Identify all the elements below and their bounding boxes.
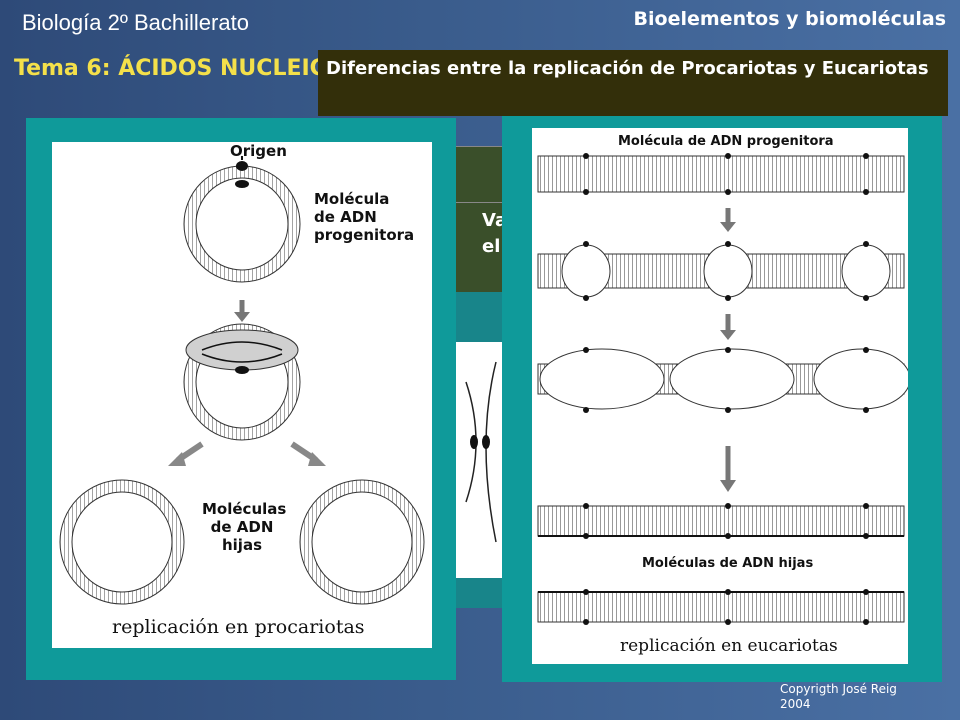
label-daughter-molecules: Moléculas de ADN hijas bbox=[202, 500, 287, 554]
label-line: Molécula bbox=[314, 190, 390, 208]
table-cell-partial: Va el bbox=[482, 210, 508, 257]
prokaryote-diagram bbox=[59, 156, 425, 605]
eukaryote-figure: Molécula de ADN progenitora Moléculas de… bbox=[532, 128, 911, 664]
eukaryote-figure-panel: Molécula de ADN progenitora Moléculas de… bbox=[502, 116, 942, 682]
copyright-year: 2004 bbox=[780, 697, 811, 711]
label-origin: Origen bbox=[230, 142, 287, 160]
eukaryote-diagram bbox=[537, 153, 911, 625]
label-parent-molecule: Molécula de ADN progenitora bbox=[314, 190, 414, 244]
prokaryote-figure-panel: Origen Molécula de ADN progenitora Moléc… bbox=[26, 118, 456, 680]
topic-title: Tema 6: ÁCIDOS NUCLEICOS bbox=[14, 56, 361, 81]
slide-subtitle: Diferencias entre la replicación de Proc… bbox=[318, 50, 948, 116]
label-line: Moléculas bbox=[202, 500, 287, 518]
label-line: de ADN bbox=[210, 518, 274, 536]
label-line: hijas bbox=[221, 536, 262, 554]
section-title: Bioelementos y biomoléculas bbox=[633, 8, 946, 30]
label-line: de ADN bbox=[314, 208, 377, 226]
copyright-notice: Copyrigth José Reig 2004 bbox=[780, 682, 940, 712]
label-daughter-molecules: Moléculas de ADN hijas bbox=[642, 556, 814, 571]
label-parent-molecule: Molécula de ADN progenitora bbox=[618, 134, 834, 149]
prokaryote-caption: replicación en procariotas bbox=[112, 616, 365, 638]
copyright-line: Copyrigth José Reig bbox=[780, 682, 897, 696]
prokaryote-figure: Origen Molécula de ADN progenitora Moléc… bbox=[52, 142, 432, 648]
eukaryote-caption: replicación en eucariotas bbox=[620, 636, 838, 656]
hidden-diagram bbox=[456, 342, 506, 578]
label-line: progenitora bbox=[314, 226, 415, 244]
course-title: Biología 2º Bachillerato bbox=[22, 10, 249, 35]
